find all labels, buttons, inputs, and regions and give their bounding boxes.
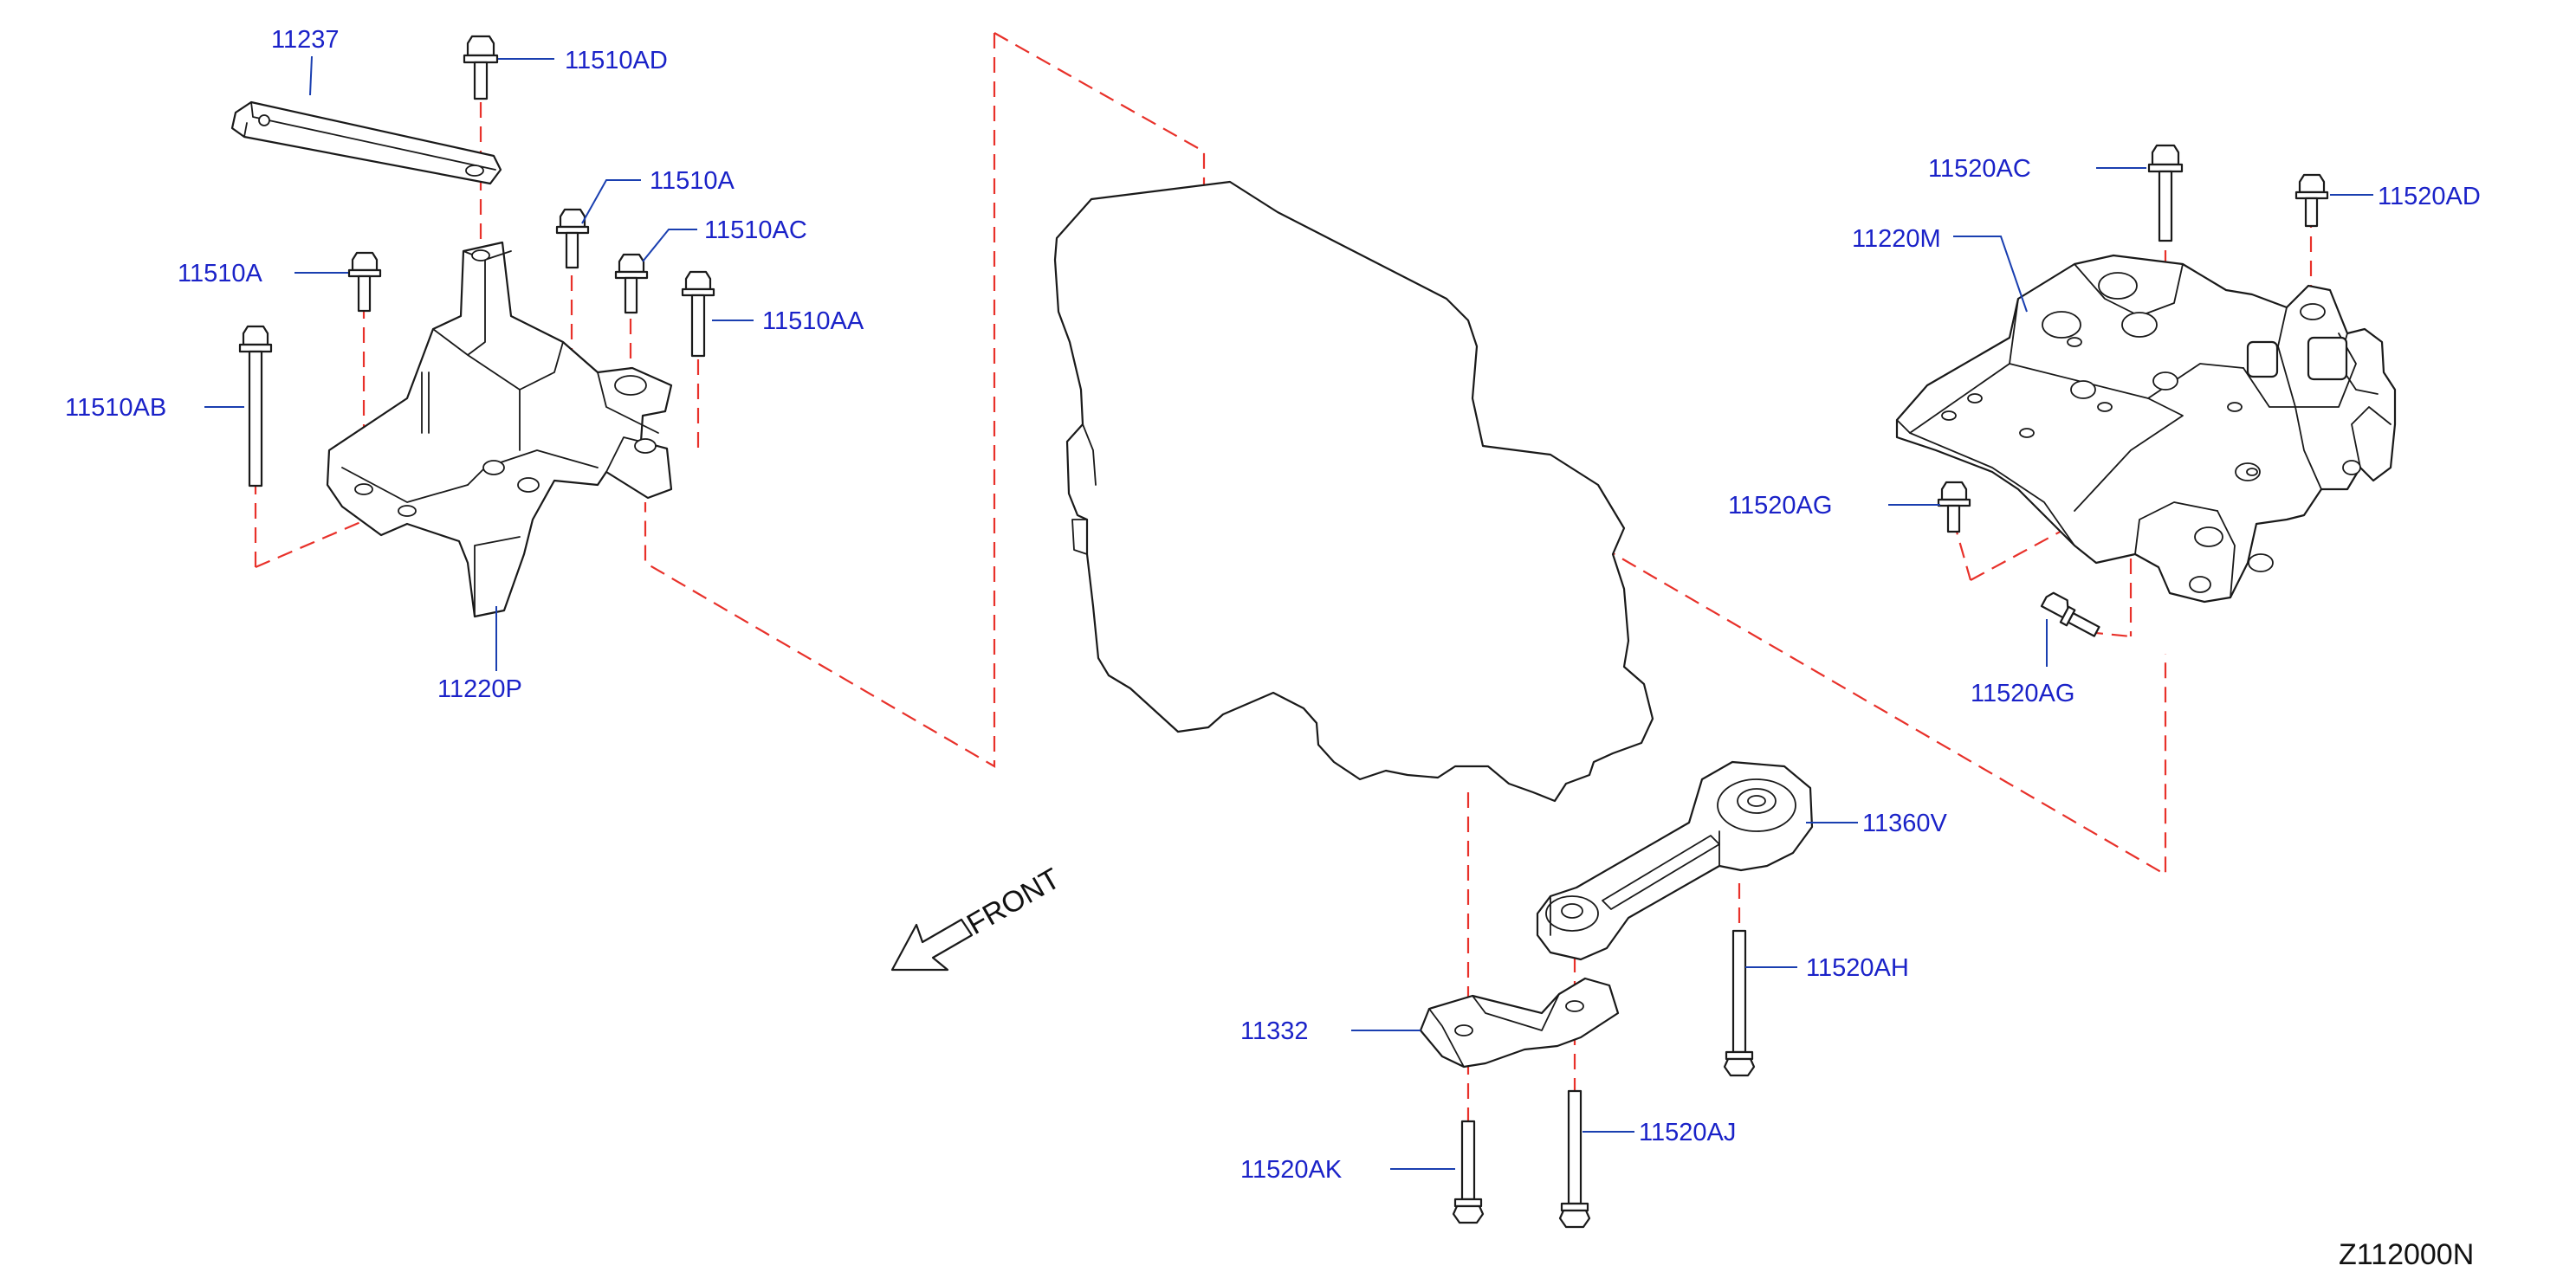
label-11520AK: 11520AK	[1240, 1156, 1343, 1184]
engine-outline	[1053, 180, 1654, 803]
bolt-11510AD	[463, 35, 499, 100]
label-11510A-left: 11510A	[178, 260, 262, 287]
bolt-11520AG-lower	[2040, 591, 2100, 637]
diagram-reference-code: Z112000N	[2339, 1238, 2474, 1271]
torque-rod-11360V	[1536, 760, 1814, 961]
callout-leaders	[204, 55, 2373, 1170]
label-11520AH: 11520AH	[1806, 954, 1909, 982]
bolt-11510AB	[238, 325, 273, 488]
callout-labels: 11237 11510AD 11510A 11510AC 11510A 1151…	[65, 26, 2481, 1184]
label-11510AC: 11510AC	[704, 216, 807, 244]
bolt-11520AH	[1723, 929, 1756, 1077]
front-arrow-icon	[890, 918, 974, 972]
label-11520AG-lower: 11520AG	[1971, 680, 2074, 707]
label-11520AD: 11520AD	[2378, 183, 2481, 210]
bracket-11237	[230, 100, 502, 185]
label-11510AA: 11510AA	[762, 307, 864, 335]
label-11510AD: 11510AD	[565, 47, 668, 74]
bolt-11510AA	[681, 270, 715, 358]
label-11520AC: 11520AC	[1928, 155, 2031, 183]
bolt-11510A-left	[347, 251, 382, 313]
front-label: FRONT	[961, 862, 1065, 940]
label-11220M: 11220M	[1852, 225, 1941, 253]
label-11220P: 11220P	[437, 675, 522, 703]
bolt-11520AG-upper	[1937, 481, 1971, 533]
label-11237: 11237	[271, 26, 340, 54]
bolt-11520AD	[2294, 173, 2329, 228]
left-engine-mount-11220P	[326, 241, 673, 618]
label-11510A-upper: 11510A	[650, 167, 735, 195]
front-direction-indicator: FRONT	[890, 862, 1065, 972]
label-11520AJ: 11520AJ	[1639, 1119, 1736, 1146]
label-11520AG-upper: 11520AG	[1728, 492, 1832, 520]
bolt-11520AJ	[1558, 1089, 1591, 1229]
right-engine-mount-11220M	[1895, 254, 2397, 604]
bolt-11520AC	[2147, 144, 2184, 242]
bolt-11510AC	[614, 253, 649, 314]
bracket-11332	[1419, 977, 1620, 1069]
label-11510AB: 11510AB	[65, 394, 166, 422]
label-11360V: 11360V	[1862, 810, 1947, 837]
bolt-11510A-upper	[555, 208, 590, 269]
label-11332: 11332	[1240, 1017, 1309, 1045]
bolt-11520AK	[1452, 1120, 1485, 1224]
